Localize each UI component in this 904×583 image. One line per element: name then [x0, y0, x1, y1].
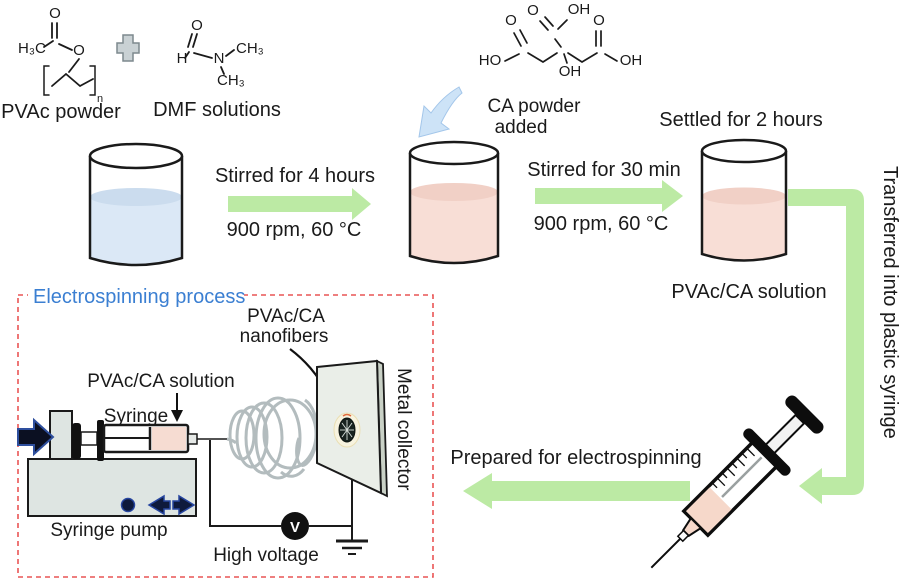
pump-right-arrow-icon [172, 494, 196, 516]
curved-down-arrow-icon [418, 86, 463, 138]
pump-syringe-liquid [152, 427, 186, 450]
atom-n: N [214, 50, 225, 67]
atom-o3: O [593, 12, 605, 29]
atom-o1: O [527, 2, 539, 19]
metal-collector: Metal collector [316, 359, 414, 498]
solution-pointer: PVAc/CA solution [87, 371, 235, 422]
electrospinning-title: Electrospinning process [33, 286, 245, 308]
syringe-needle [650, 537, 682, 569]
atom-ch3-b: CH₃ [217, 72, 245, 89]
pump-left-arrow-icon [147, 494, 171, 516]
pvacca-solution-label: PVAc/CA solution [671, 281, 826, 303]
pvac-powder-label: PVAc powder [1, 101, 121, 123]
voltmeter-symbol: V [290, 519, 300, 536]
ground-symbol-icon [336, 539, 368, 555]
box-solution-label: PVAc/CA solution [87, 371, 235, 392]
pump-power-dot-icon [120, 497, 136, 513]
stir-arrow-2: Stirred for 30 min 900 rpm, 60 °C [527, 159, 683, 235]
citric-acid-structure: O OH O O HO OH OH [479, 1, 643, 80]
dmf-solutions-label: DMF solutions [153, 99, 281, 121]
atom-ch3-a: CH₃ [236, 40, 264, 57]
pvac-structure: H₃C O O n PVAc powder [1, 5, 121, 123]
plus-icon [116, 34, 140, 62]
transfer-elbow-arrow [788, 189, 864, 504]
green-arrow-right-icon [228, 188, 371, 220]
atom-h: H [177, 50, 188, 67]
stir2-label: Stirred for 30 min [527, 159, 680, 181]
atom-h3c: H₃C [18, 40, 46, 57]
nanofibers-label-2: nanofibers [240, 326, 329, 347]
stir2-conditions: 900 rpm, 60 °C [534, 213, 669, 235]
atom-oh3: OH [559, 63, 582, 80]
pump-base [27, 458, 197, 517]
pump-syringe-tip [187, 433, 198, 445]
feed-arrow-icon [17, 417, 55, 457]
stir1-label: Stirred for 4 hours [215, 165, 375, 187]
metal-collector-label: Metal collector [393, 368, 414, 491]
syringe-flange [743, 428, 791, 476]
pump-syringe-flange [97, 420, 104, 461]
atom-oh2: OH [620, 52, 643, 69]
fiber-coil [226, 396, 319, 480]
atom-o: O [191, 17, 203, 34]
ca-powder-label-2: added [495, 117, 548, 138]
beaker3-liquid [702, 196, 786, 261]
atom-o2: O [505, 12, 517, 29]
beaker-mixture [408, 140, 500, 265]
beaker-pvac-dmf [88, 142, 184, 267]
syringe-label: Syringe [104, 406, 168, 427]
subscript-n: n [97, 93, 103, 105]
pump-pusher-block [49, 410, 73, 460]
atom-ho: HO [479, 52, 502, 69]
stir-arrow-1: Stirred for 4 hours 900 rpm, 60 °C [215, 165, 375, 241]
electrospinning-box: Electrospinning process [17, 286, 434, 578]
settled-label: Settled for 2 hours [659, 109, 822, 131]
green-arrow-right-icon [535, 180, 683, 212]
beaker1-liquid [90, 197, 182, 265]
plastic-syringe [650, 395, 824, 569]
pump-label: Syringe pump [50, 520, 167, 541]
high-voltage-label: High voltage [213, 545, 319, 566]
voltmeter-circle [281, 512, 309, 540]
ca-powder-label-1: CA powder [488, 96, 582, 117]
prepared-label: Prepared for electrospinning [450, 447, 701, 469]
syringe-thumb-rest [785, 395, 824, 434]
atom-o-ester: O [73, 42, 85, 59]
atom-o-top: O [49, 5, 61, 22]
dmf-structure: O H N CH₃ CH₃ DMF solutions [153, 17, 281, 121]
prepared-arrow: Prepared for electrospinning [450, 447, 702, 509]
down-arrow-icon [171, 410, 183, 422]
stir1-conditions: 900 rpm, 60 °C [227, 219, 362, 241]
transferred-label: Transferred into plastic syringe [879, 166, 901, 439]
beaker-settled [700, 138, 788, 262]
hv-wire-left [209, 440, 281, 527]
atom-oh1: OH [568, 1, 591, 18]
syringe-liquid [685, 487, 732, 534]
syringe-graduations [712, 448, 756, 489]
syringe-pump: Syringe Syringe pump [17, 406, 227, 541]
green-arrow-left-icon [463, 473, 690, 509]
beaker2-liquid [410, 192, 498, 263]
pump-plunger-thumb [72, 423, 81, 459]
hv-circuit: V High voltage [209, 440, 368, 566]
nanofibers-label-1: PVAc/CA [247, 306, 325, 327]
